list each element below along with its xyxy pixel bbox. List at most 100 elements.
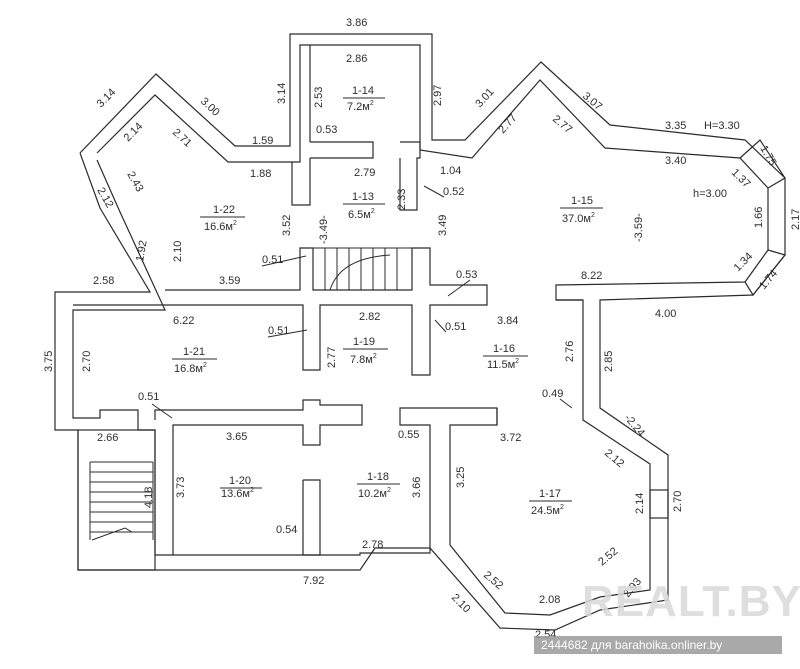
room-1-17-area: 24.5м2 — [531, 504, 564, 517]
dim-label: 2.97 — [432, 85, 444, 106]
dim-label: 2.10 — [449, 592, 473, 616]
room-1-19-id: 1-19 — [353, 336, 375, 348]
dim-label: 2.71 — [170, 126, 194, 149]
dim-label: 1.88 — [250, 168, 271, 180]
room-1-13-id: 1-13 — [352, 191, 374, 203]
room-1-22-area: 16.6м2 — [204, 220, 237, 233]
room-1-21-area: 16.8м2 — [174, 362, 207, 375]
room-labels: 1-14 7.2м2 1-13 6.5м2 1-15 37.0м2 1-22 1… — [172, 85, 603, 517]
dim-label: 0.55 — [398, 429, 419, 441]
wall-nw-inner — [72, 44, 769, 616]
dim-label: 3.07 — [580, 90, 604, 113]
wall-1-20-right — [302, 479, 321, 556]
dim-label: 3.35 — [665, 120, 686, 132]
room-1-20-area: 13.6м2 — [221, 487, 254, 500]
room-1-14-area: 7.2м2 — [347, 100, 374, 113]
dim-label: 2.12 — [94, 186, 115, 211]
room-1-15-area: 37.0м2 — [562, 212, 595, 225]
dim-label: 1.34 — [732, 250, 756, 274]
dim-label: 2.76 — [564, 341, 576, 362]
wall-1-13-right — [399, 141, 421, 211]
dim-label: 0.49 — [542, 388, 563, 400]
dim-label: 3.75 — [43, 351, 55, 372]
dim-label: 0.51 — [445, 321, 466, 333]
dim-label: 2.17 — [790, 209, 800, 230]
dim-label: 2.52 — [596, 545, 620, 568]
dim-label: 3.14 — [276, 83, 288, 104]
dim-label: 2.33 — [396, 189, 408, 210]
dim-label: 3.01 — [473, 86, 496, 110]
room-1-18-id: 1-18 — [367, 471, 389, 483]
dim-label: h=3.00 — [693, 188, 727, 200]
watermark-caption-bg — [534, 636, 782, 654]
dim-label: 2.43 — [124, 170, 145, 195]
dim-label: 2.53 — [313, 87, 325, 108]
room-1-21-id: 1-21 — [183, 346, 205, 358]
dim-label: 2.58 — [93, 275, 114, 287]
dim-label: 2.77 — [496, 112, 519, 136]
window-1-15-b — [744, 249, 787, 297]
dim-label: 2.78 — [362, 539, 383, 551]
dim-label: 7.92 — [303, 575, 324, 587]
dim-label: 0.54 — [276, 524, 297, 536]
dim-label: 1.74 — [757, 268, 780, 292]
window-1-17 — [649, 489, 669, 519]
dim-label: H=3.30 — [704, 120, 740, 132]
room-1-17-id: 1-17 — [539, 488, 561, 500]
dim-label: 1.37 — [729, 167, 753, 191]
dim-label: 0.51 — [138, 391, 159, 403]
dim-label: 2.70 — [81, 351, 93, 372]
dim-label: 2.77 — [326, 347, 338, 368]
dim-label: -3.49- — [318, 215, 330, 244]
dim-label: 8.22 — [581, 270, 602, 282]
dim-label: 2.66 — [97, 432, 118, 444]
dim-label: 2.86 — [346, 53, 367, 65]
entrance-stairs — [89, 461, 154, 541]
dim-label: 3.65 — [226, 431, 247, 443]
dim-label: 2.08 — [539, 594, 560, 606]
room-1-22-id: 1-22 — [213, 204, 235, 216]
stair-hall — [77, 429, 156, 571]
dim-label: 2.12 — [602, 447, 626, 470]
central-stairs — [312, 247, 413, 291]
dim-label: 2.85 — [603, 351, 615, 372]
dim-label: 2.14 — [634, 493, 646, 514]
room-1-16-area: 11.5м2 — [487, 358, 519, 371]
dim-label: 3.52 — [281, 215, 293, 236]
dim-label: 4.18 — [143, 487, 155, 508]
dim-label: 0.51 — [262, 254, 283, 266]
room-1-15-id: 1-15 — [571, 195, 593, 207]
watermark-brand: REALT.BY — [582, 577, 800, 626]
dim-label: 3.73 — [175, 477, 187, 498]
dim-label: 4.00 — [655, 308, 676, 320]
room-1-14-id: 1-14 — [352, 85, 374, 97]
dim-label: 3.14 — [95, 86, 119, 110]
wall-1-13-left — [291, 158, 311, 206]
dim-label: 3.25 — [455, 467, 467, 488]
dim-label: 3.86 — [346, 17, 367, 29]
dim-label: 2.77 — [550, 113, 574, 136]
dim-label: 6.22 — [173, 315, 194, 327]
room-1-19-area: 7.8м2 — [350, 353, 377, 366]
watermark: REALT.BY 2444682 для barahoika.onliner.b… — [534, 577, 800, 654]
dim-label: 1.59 — [252, 135, 273, 147]
room-1-13-area: 6.5м2 — [348, 208, 375, 221]
dim-label: 1.04 — [440, 165, 461, 177]
dim-label: 2.10 — [172, 241, 184, 262]
dim-label: 0.53 — [316, 124, 337, 136]
dim-label: 3.40 — [665, 155, 686, 167]
room-1-20-id: 1-20 — [229, 475, 251, 487]
dim-label: 0.52 — [443, 186, 464, 198]
dim-label: 3.59 — [219, 275, 240, 287]
window-1-15-a — [739, 139, 786, 189]
room-1-16-id: 1-16 — [493, 343, 515, 355]
dim-label: 3.66 — [411, 477, 423, 498]
dim-label: 3.72 — [500, 432, 521, 444]
wall-1-20-top — [154, 399, 363, 555]
dim-label: -3.59- — [633, 213, 645, 242]
dim-label: 2.79 — [354, 167, 375, 179]
watermark-caption: 2444682 для barahoika.onliner.by — [541, 638, 722, 652]
dim-label: 3.49 — [437, 215, 449, 236]
